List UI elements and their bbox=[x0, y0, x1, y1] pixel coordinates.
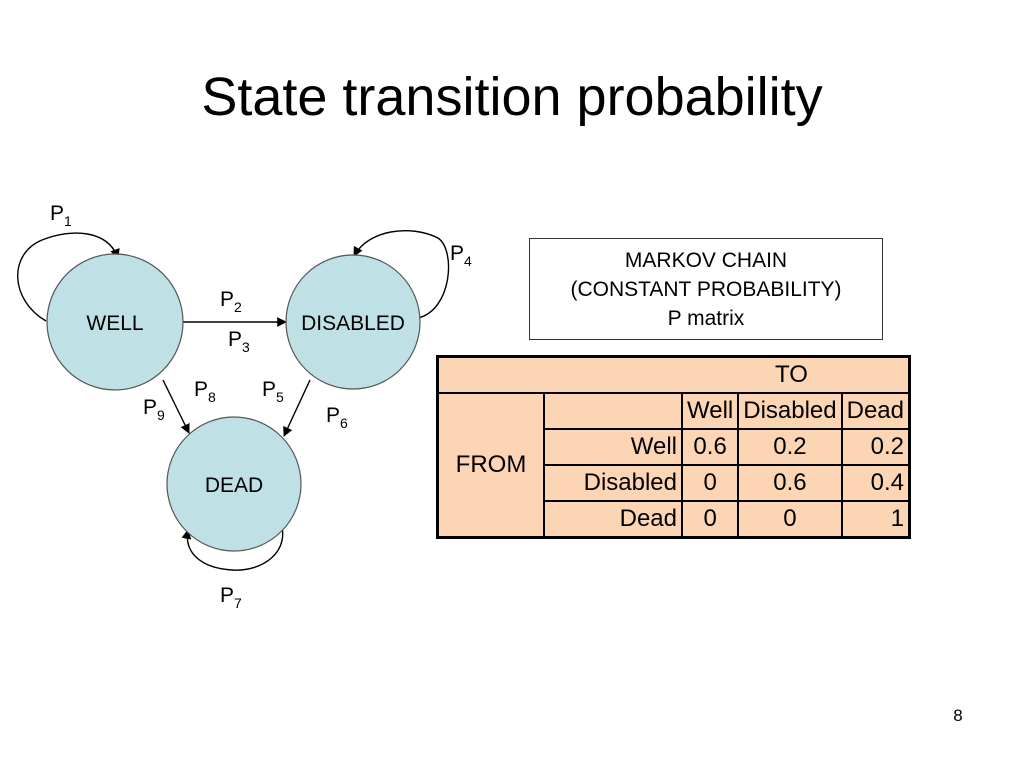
label-p6: P6 bbox=[326, 404, 348, 431]
matrix-from-header: FROM bbox=[436, 392, 545, 539]
label-p3: P3 bbox=[228, 328, 250, 355]
edge-loop-disabled bbox=[353, 229, 450, 319]
label-p2: P2 bbox=[220, 288, 242, 315]
matrix-row-header: Well bbox=[543, 428, 683, 466]
page-number: 8 bbox=[953, 706, 963, 725]
matrix-to-row: TO bbox=[436, 355, 911, 394]
note-line-2: (CONSTANT PROBABILITY) bbox=[570, 278, 842, 301]
matrix-cell: 0 bbox=[737, 500, 843, 539]
matrix-cell: 0.6 bbox=[680, 428, 740, 466]
matrix-row: Dead 0 0 1 bbox=[438, 500, 911, 539]
label-p5: P5 bbox=[262, 378, 284, 405]
note-line-3: P matrix bbox=[667, 307, 745, 330]
label-p1: P1 bbox=[50, 202, 72, 229]
markov-chain-note: MARKOV CHAIN (CONSTANT PROBABILITY) P ma… bbox=[529, 238, 883, 340]
matrix-row-header: Disabled bbox=[543, 464, 683, 502]
matrix-col-header: Disabled bbox=[737, 392, 843, 430]
matrix-cell: 0 bbox=[680, 464, 740, 502]
state-well-label: WELL bbox=[86, 312, 143, 335]
matrix-cell: 0.2 bbox=[737, 428, 843, 466]
state-well-circle bbox=[46, 253, 184, 391]
state-disabled-circle bbox=[285, 254, 421, 390]
matrix-cell: 0.6 bbox=[737, 464, 843, 502]
matrix-row-header: Dead bbox=[543, 500, 683, 539]
matrix-to-header: TO bbox=[436, 355, 911, 394]
transition-matrix-table: TO FROM Well Disabled Dead Well 0.6 0.2 … bbox=[436, 355, 911, 539]
matrix-column-header-row: FROM Well Disabled Dead bbox=[436, 392, 911, 539]
state-dead-label: DEAD bbox=[205, 474, 263, 497]
matrix-cell: 0.4 bbox=[840, 464, 911, 502]
state-dead-circle bbox=[166, 416, 302, 552]
edge-disabled-to-dead bbox=[283, 379, 311, 437]
edge-loop-well bbox=[17, 232, 120, 322]
matrix-cell: 0.2 bbox=[840, 428, 911, 466]
matrix-col-header: Dead bbox=[840, 392, 911, 430]
state-node-dead: DEAD bbox=[166, 416, 302, 552]
matrix-row: Disabled 0 0.6 0.4 bbox=[438, 464, 911, 502]
label-p9: P9 bbox=[143, 396, 165, 423]
state-node-well: WELL bbox=[46, 253, 184, 391]
label-p4: P4 bbox=[450, 242, 472, 269]
edge-loop-dead bbox=[181, 519, 284, 571]
matrix-cell: 1 bbox=[840, 500, 911, 539]
matrix-corner-cell bbox=[543, 392, 683, 430]
matrix-cell: 0 bbox=[680, 500, 740, 539]
slide-title: State transition probability bbox=[201, 67, 823, 127]
label-p8: P8 bbox=[194, 378, 216, 405]
note-line-1: MARKOV CHAIN bbox=[624, 249, 788, 272]
state-node-disabled: DISABLED bbox=[285, 254, 421, 390]
label-p7: P7 bbox=[220, 584, 242, 611]
edge-well-to-dead bbox=[162, 379, 190, 434]
matrix-row: Well 0.6 0.2 0.2 bbox=[438, 428, 911, 466]
state-disabled-label: DISABLED bbox=[301, 312, 405, 335]
matrix-col-header: Well bbox=[680, 392, 740, 430]
